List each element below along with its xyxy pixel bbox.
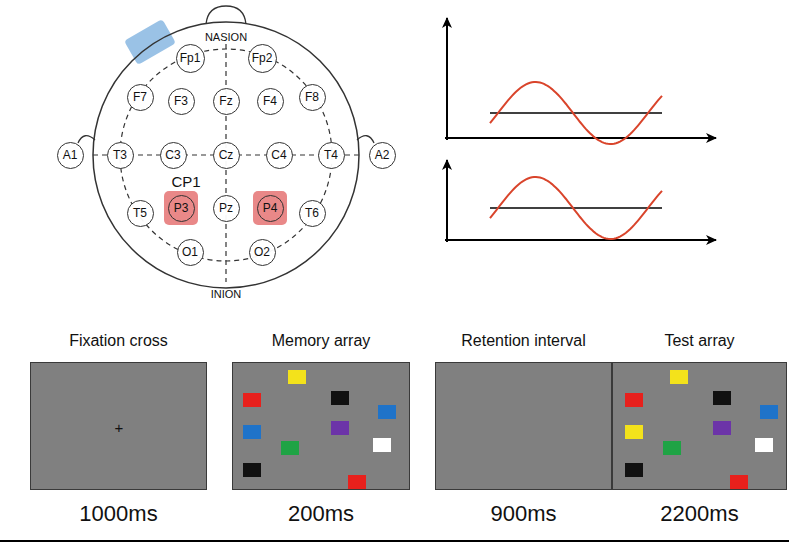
duration: 900ms: [416, 501, 631, 527]
color-square: [670, 370, 688, 384]
electrode-label: A2: [375, 148, 390, 162]
electrode: C4: [266, 142, 293, 169]
sine-wave: [490, 82, 662, 144]
color-square: [348, 475, 366, 489]
baseline: [490, 112, 662, 114]
electrode: Fp2: [248, 44, 277, 73]
color-square: [663, 441, 681, 455]
color-squares: [613, 363, 788, 491]
color-square: [730, 475, 748, 489]
electrode-label: C4: [271, 148, 286, 162]
electrode: Fz: [213, 88, 240, 115]
electrode: P4: [257, 195, 284, 222]
electrode: O1: [177, 239, 204, 266]
color-square: [625, 425, 643, 439]
axis: [446, 160, 448, 242]
duration: 200ms: [213, 501, 429, 527]
duration: 2200ms: [593, 501, 789, 527]
electrode-label: T6: [305, 206, 319, 220]
electrode-label: F7: [133, 90, 147, 104]
screen-title: Test array: [593, 332, 789, 350]
screen: Test array2200ms: [612, 362, 787, 490]
electrode: Pz: [213, 195, 240, 222]
screen-title: Memory array: [213, 332, 429, 350]
color-squares: [233, 363, 411, 491]
color-square: [625, 393, 643, 407]
electrode-label: O2: [254, 245, 270, 259]
color-square: [331, 391, 349, 405]
sine-wave: [490, 177, 662, 239]
axis: [445, 239, 716, 241]
electrode-label: P3: [174, 201, 189, 215]
electrode: T6: [299, 200, 326, 227]
electrode: F7: [127, 84, 154, 111]
electrode: T4: [318, 142, 345, 169]
electrode-label: Fp2: [252, 51, 273, 65]
screen: Memory array200ms: [232, 362, 410, 490]
fixation-cross: +: [115, 420, 124, 435]
head-outline: [93, 22, 359, 288]
electrode: F3: [168, 88, 195, 115]
electrode-label: CP1: [171, 174, 200, 189]
electrode: Fp1: [176, 44, 205, 73]
electrode: Cz: [213, 142, 240, 169]
color-square: [755, 438, 773, 452]
duration: 1000ms: [11, 501, 226, 527]
electrode-label: O1: [182, 245, 198, 259]
electrode: A2: [369, 142, 396, 169]
electrode: F4: [257, 88, 284, 115]
electrode-label: F3: [174, 94, 188, 108]
screen-title: Fixation cross: [11, 332, 226, 350]
electrode-label: C3: [165, 148, 180, 162]
rule: [0, 540, 789, 542]
landmark-label: INION: [209, 289, 244, 300]
electrode-label: Cz: [219, 148, 234, 162]
color-square: [713, 391, 731, 405]
screen: Retention interval900ms: [435, 362, 612, 490]
highlight-square: [253, 191, 287, 225]
color-square: [288, 370, 306, 384]
color-square: [713, 421, 731, 435]
electrode-label: A1: [63, 148, 78, 162]
axis: [445, 137, 716, 139]
baseline: [490, 207, 662, 209]
reference-electrode: [124, 19, 176, 65]
highlight-square: [164, 191, 198, 225]
color-square: [373, 438, 391, 452]
electrode: C3: [160, 142, 187, 169]
electrode-label: Pz: [219, 201, 233, 215]
color-square: [625, 463, 643, 477]
electrode: O2: [249, 239, 276, 266]
color-square: [243, 425, 261, 439]
electrode-label: F8: [305, 90, 319, 104]
electrode-label: Fz: [219, 94, 232, 108]
screen: Fixation cross1000ms+: [30, 362, 207, 490]
color-square: [760, 405, 778, 419]
electrode-label: F4: [263, 94, 277, 108]
electrode: F8: [299, 84, 326, 111]
screen-title: Retention interval: [416, 332, 631, 350]
electrode-label: T5: [133, 206, 147, 220]
electrode: A1: [57, 142, 84, 169]
electrode-label: Fp1: [180, 51, 201, 65]
color-square: [243, 463, 261, 477]
ear: [78, 136, 95, 143]
ear: [357, 136, 374, 143]
electrode: P3: [168, 195, 195, 222]
landmark-label: NASION: [203, 32, 249, 43]
electrode: T3: [107, 142, 134, 169]
color-square: [378, 405, 396, 419]
electrode-label: P4: [263, 201, 278, 215]
electrode-label: T3: [113, 148, 127, 162]
electrode: T5: [127, 200, 154, 227]
electrode-label: T4: [324, 148, 338, 162]
color-square: [243, 393, 261, 407]
color-square: [281, 441, 299, 455]
axis: [446, 18, 448, 140]
color-square: [331, 421, 349, 435]
